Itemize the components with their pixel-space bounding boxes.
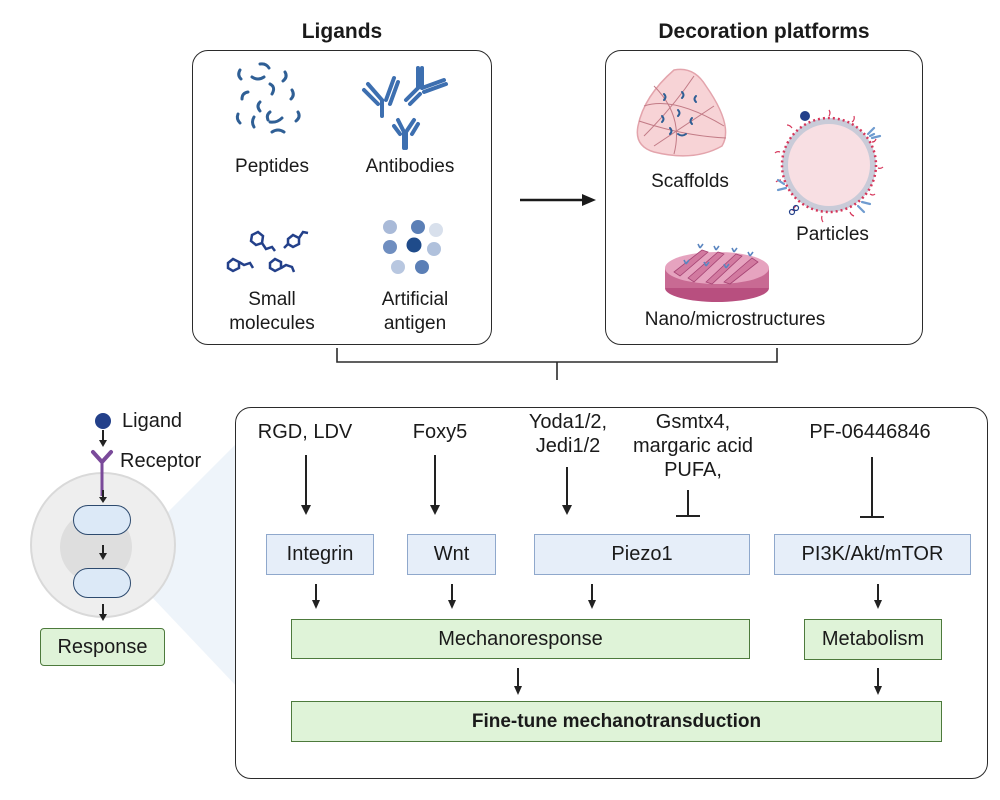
- particle-icon: [774, 109, 884, 223]
- bracket-connector: [336, 348, 778, 380]
- arrow-down-icon: [99, 490, 107, 503]
- target-integrin: Integrin: [266, 534, 374, 575]
- inhibit-bar-icon: [676, 490, 700, 517]
- drug-gsmtx4-pufa: Gsmtx4, margaric acid PUFA,: [632, 411, 754, 481]
- activate-arrow-icon: [301, 455, 311, 515]
- ligands-title: Ligands: [301, 20, 383, 43]
- arrow-down-icon: [448, 584, 456, 609]
- signal-node-2: [73, 568, 131, 598]
- target-wnt: Wnt: [407, 534, 496, 575]
- arrow-down-icon: [874, 584, 882, 609]
- small-molecules-icon: [226, 230, 309, 273]
- nano-microstructures-label: Nano/microstructures: [644, 309, 826, 330]
- outcome-box: Fine-tune mechanotransduction: [291, 701, 942, 742]
- target-piezo1: Piezo1: [534, 534, 750, 575]
- drug-rgd-ldv: RGD, LDV: [257, 421, 353, 443]
- particles-label: Particles: [796, 224, 869, 245]
- arrow-right-icon: [520, 194, 596, 206]
- peptides-label: Peptides: [235, 156, 309, 177]
- signal-node-1: [73, 505, 131, 535]
- antibodies-icon: [362, 66, 448, 150]
- arrow-down-icon: [312, 584, 320, 609]
- receptor-label: Receptor: [120, 450, 202, 472]
- arrow-down-icon: [514, 668, 522, 695]
- metabolism-box: Metabolism: [804, 619, 942, 660]
- arrow-down-icon: [99, 430, 107, 447]
- ligand-dot-icon: [95, 413, 111, 429]
- drug-yoda-jedi: Yoda1/2, Jedi1/2: [528, 411, 608, 457]
- drug-foxy5: Foxy5: [412, 421, 468, 443]
- small-molecules-label: Small molecules: [229, 289, 315, 334]
- antibodies-label: Antibodies: [365, 156, 455, 177]
- platforms-title: Decoration platforms: [658, 20, 870, 43]
- scaffolds-label: Scaffolds: [651, 171, 729, 192]
- arrow-down-icon: [99, 604, 107, 621]
- zoom-wedge: [150, 440, 240, 690]
- arrow-down-icon: [874, 668, 882, 695]
- arrow-down-icon: [99, 545, 107, 560]
- artificial-antigen-icon: [383, 220, 443, 274]
- activate-arrow-icon: [430, 455, 440, 515]
- activate-arrow-icon: [562, 467, 572, 515]
- inhibit-bar-icon: [860, 457, 884, 518]
- scaffold-icon: [636, 68, 727, 157]
- drug-pf-06446846: PF-06446846: [809, 421, 931, 443]
- ligand-label: Ligand: [122, 410, 183, 432]
- response-box: Response: [40, 628, 165, 666]
- arrow-down-icon: [588, 584, 596, 609]
- artificial-antigen-label: Artificial antigen: [381, 289, 449, 334]
- microstructure-icon: [665, 243, 769, 302]
- peptides-icon: [235, 62, 301, 134]
- mechanoresponse-box: Mechanoresponse: [291, 619, 750, 659]
- target-pi3k-akt-mtor: PI3K/Akt/mTOR: [774, 534, 971, 575]
